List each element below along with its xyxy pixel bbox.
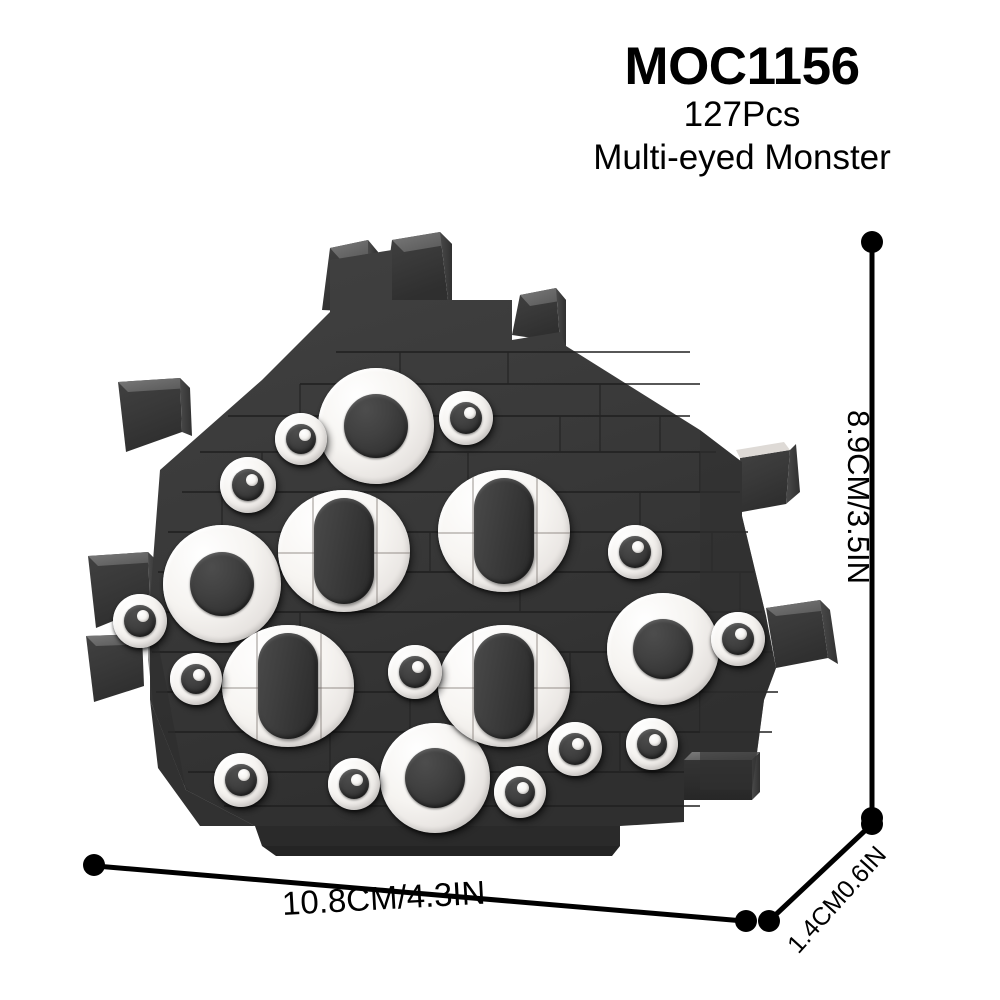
eye-large-round [607,593,719,705]
spike-top-left [322,240,378,312]
eye-small-round [220,457,276,513]
eye-small-round [494,766,546,818]
eye-small-round [170,653,222,705]
eye-large-oval [222,625,354,747]
eye-small-round [711,612,765,666]
eye-small-round [439,391,493,445]
spike-right-lower [766,600,838,668]
eye-large-round [380,723,490,833]
product-piece-count: 127Pcs [683,95,801,135]
dimension-label-height: 8.9CM/3.5IN [841,410,876,585]
spike-top-right [512,288,566,346]
eye-small-round [626,718,678,770]
eye-large-oval [438,625,570,747]
eye-large-oval [278,490,410,612]
eye-small-round [275,413,327,465]
eye-small-round [113,594,167,648]
eye-large-round [163,525,281,643]
product-code: MOC1156 [624,37,860,96]
foot-tab-right [684,752,760,800]
spike-top-middle [384,232,452,300]
eye-small-round [608,525,662,579]
eye-large-oval [438,470,570,592]
eye-small-round [214,753,268,807]
eye-small-round [548,722,602,776]
product-title-block: MOC1156 127Pcs Multi-eyed Monster [512,37,972,178]
spike-left-upper [118,378,192,452]
eye-large-round [318,368,434,484]
spike-right-upper [736,442,800,512]
body-shadow-right [700,430,776,790]
eye-small-round [328,758,380,810]
eye-small-round [388,645,442,699]
product-name: Multi-eyed Monster [593,137,891,177]
